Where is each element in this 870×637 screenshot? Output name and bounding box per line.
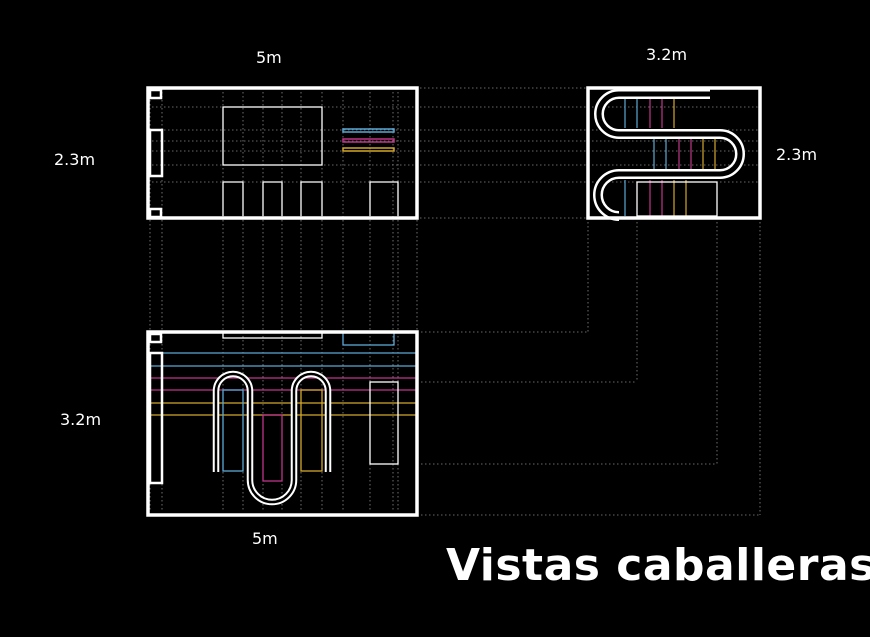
diagram-title: Vistas caballeras (446, 540, 870, 591)
plan-serpentine (212, 370, 332, 506)
front-view (146, 86, 419, 220)
plan-box-magenta (262, 414, 283, 482)
front-cabinet-3 (300, 181, 323, 216)
side-view (586, 86, 762, 221)
plan-left-door (148, 351, 164, 485)
side-box (636, 181, 718, 217)
plan-box-blue (222, 389, 244, 472)
front-left-detail-top (148, 88, 163, 100)
side-serpentine (593, 89, 745, 221)
plan-box-yellow (300, 389, 323, 472)
front-left-window (148, 128, 164, 178)
front-width-label: 5m (256, 48, 282, 67)
front-cabinet-1 (222, 181, 244, 216)
side-view-outline (586, 86, 762, 220)
plan-left-detail-top (148, 332, 163, 344)
front-cabinet-4 (369, 181, 399, 216)
plan-width-label: 5m (252, 529, 278, 548)
front-shelf-yellow (342, 147, 395, 152)
plan-view-outline (146, 330, 419, 517)
side-width-label: 3.2m (646, 45, 688, 64)
side-height-label: 2.3m (776, 145, 818, 164)
front-board (222, 106, 323, 166)
plan-depth-label: 3.2m (60, 410, 102, 429)
front-shelf-blue (342, 128, 395, 133)
plan-view (146, 330, 419, 517)
front-view-outline (146, 86, 419, 220)
projection-guides (148, 87, 761, 516)
front-height-label: 2.3m (54, 150, 96, 169)
front-left-detail-bottom (148, 207, 163, 219)
plan-cabinet (369, 381, 399, 465)
plan-top-shelf (342, 331, 395, 346)
front-shelf-magenta (342, 138, 395, 143)
front-cabinet-2 (262, 181, 283, 216)
